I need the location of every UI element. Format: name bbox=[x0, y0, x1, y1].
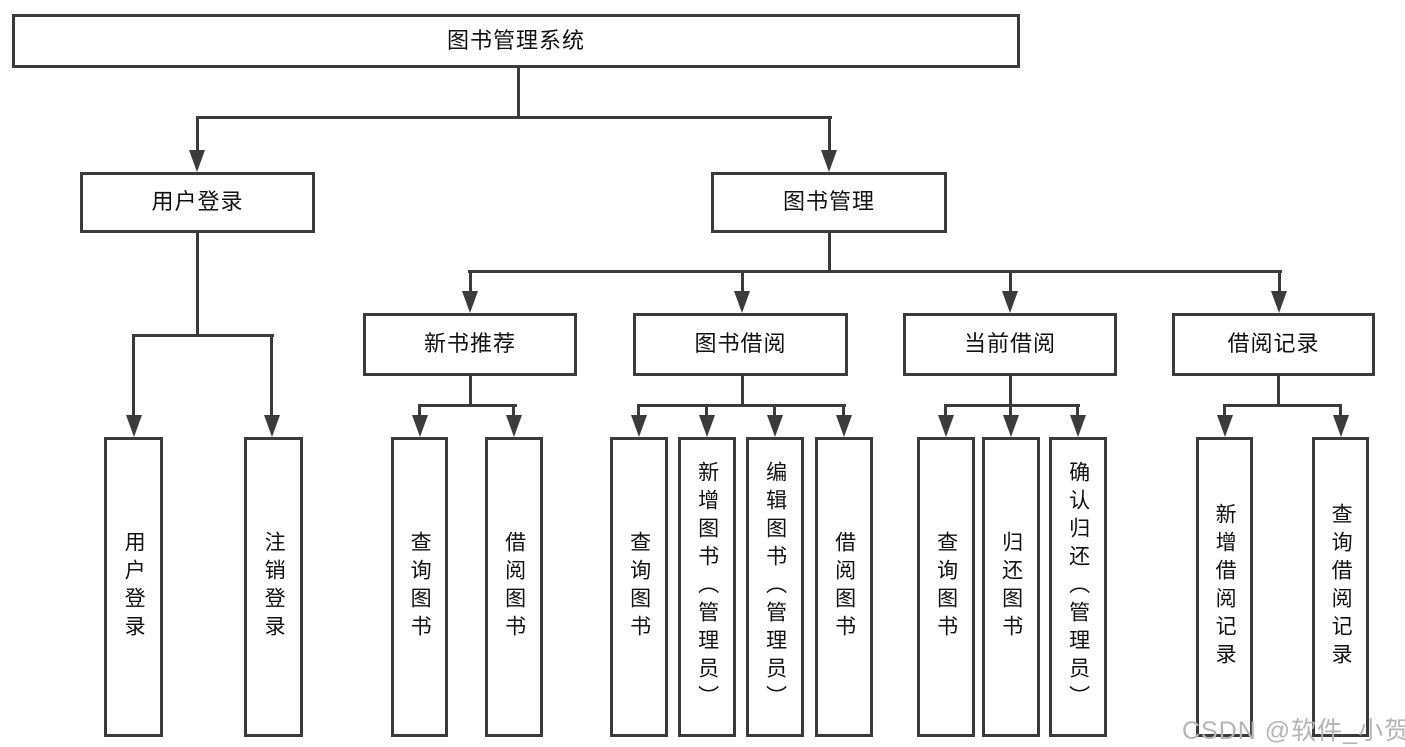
connector-line bbox=[512, 406, 515, 419]
connector-line bbox=[1339, 406, 1342, 419]
connector-line bbox=[418, 406, 421, 419]
connector-line bbox=[828, 233, 831, 273]
connector-line bbox=[944, 406, 947, 419]
connector-line bbox=[828, 117, 831, 152]
node-user-login: 用户登录 bbox=[80, 172, 315, 233]
arrow-down-icon bbox=[506, 415, 522, 437]
node-new-book-recommend: 新书推荐 bbox=[363, 313, 577, 376]
arrow-down-icon bbox=[631, 415, 647, 437]
arrow-down-icon bbox=[734, 291, 750, 313]
connector-line bbox=[773, 406, 776, 419]
leaf-query-books-recommend: 查询图书 bbox=[391, 437, 448, 737]
arrow-down-icon bbox=[1003, 415, 1019, 437]
connector-line bbox=[468, 270, 1282, 273]
connector-line bbox=[944, 404, 1080, 407]
connector-line bbox=[132, 334, 274, 337]
leaf-user-login: 用户登录 bbox=[104, 437, 163, 737]
leaf-query-borrow-record: 查询借阅记录 bbox=[1312, 437, 1369, 737]
leaf-borrow-books: 借阅图书 bbox=[815, 437, 873, 737]
connector-line bbox=[469, 272, 472, 293]
arrow-down-icon bbox=[1002, 291, 1018, 313]
node-borrow-records: 借阅记录 bbox=[1172, 313, 1375, 376]
connector-line bbox=[270, 336, 273, 417]
connector-line bbox=[517, 68, 520, 119]
leaf-add-book-admin: 新增图书（管理员） bbox=[678, 437, 736, 737]
arrow-down-icon bbox=[836, 415, 852, 437]
connector-line bbox=[196, 233, 199, 336]
arrow-down-icon bbox=[938, 415, 954, 437]
connector-line bbox=[637, 404, 846, 407]
connector-line bbox=[1009, 406, 1012, 419]
node-book-management: 图书管理 bbox=[711, 172, 947, 233]
leaf-query-books-current: 查询图书 bbox=[917, 437, 975, 737]
leaf-confirm-return-admin: 确认归还（管理员） bbox=[1049, 437, 1107, 737]
arrow-down-icon bbox=[126, 415, 142, 437]
connector-line bbox=[705, 406, 708, 419]
node-root: 图书管理系统 bbox=[12, 14, 1020, 68]
connector-line bbox=[469, 376, 472, 406]
connector-line bbox=[637, 406, 640, 419]
leaf-query-books-borrow: 查询图书 bbox=[610, 437, 668, 737]
arrow-down-icon bbox=[462, 291, 478, 313]
connector-line bbox=[1223, 404, 1342, 407]
arrow-down-icon bbox=[1333, 415, 1349, 437]
arrow-down-icon bbox=[699, 415, 715, 437]
connector-line bbox=[1223, 406, 1226, 419]
arrow-down-icon bbox=[1217, 415, 1233, 437]
connector-line bbox=[741, 272, 744, 293]
arrow-down-icon bbox=[412, 415, 428, 437]
arrow-down-icon bbox=[821, 150, 837, 172]
connector-line bbox=[1009, 376, 1012, 406]
leaf-return-books: 归还图书 bbox=[982, 437, 1040, 737]
connector-line bbox=[1009, 272, 1012, 293]
csdn-watermark: CSDN @软件_小贺同学 bbox=[1182, 717, 1405, 745]
leaf-borrow-books-recommend: 借阅图书 bbox=[485, 437, 543, 737]
connector-line bbox=[196, 116, 832, 119]
connector-line bbox=[196, 117, 199, 152]
leaf-logout: 注销登录 bbox=[244, 437, 303, 737]
arrow-down-icon bbox=[189, 150, 205, 172]
connector-line bbox=[842, 406, 845, 419]
arrow-down-icon bbox=[1070, 415, 1086, 437]
connector-line bbox=[1277, 376, 1280, 406]
node-book-borrow: 图书借阅 bbox=[633, 313, 848, 376]
connector-line bbox=[132, 336, 135, 417]
node-current-borrow: 当前借阅 bbox=[903, 313, 1117, 376]
connector-line bbox=[741, 376, 744, 406]
arrow-down-icon bbox=[767, 415, 783, 437]
connector-line bbox=[418, 404, 517, 407]
leaf-add-borrow-record: 新增借阅记录 bbox=[1196, 437, 1253, 737]
arrow-down-icon bbox=[264, 415, 280, 437]
leaf-edit-book-admin: 编辑图书（管理员） bbox=[746, 437, 804, 737]
arrow-down-icon bbox=[1271, 291, 1287, 313]
connector-line bbox=[1076, 406, 1079, 419]
connector-line bbox=[1278, 272, 1281, 293]
